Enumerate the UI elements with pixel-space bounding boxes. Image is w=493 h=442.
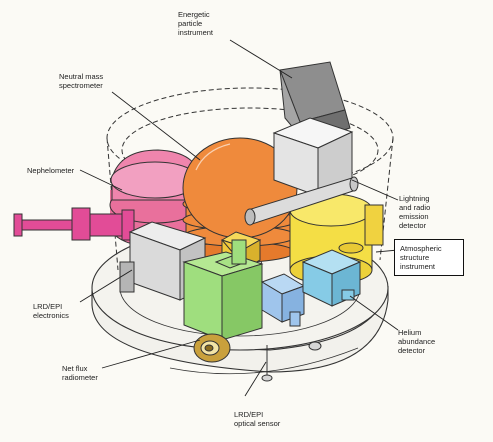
label-neutral-mass-spectrometer: Neutral mass spectrometer (59, 72, 104, 90)
probe-stub (13, 207, 135, 241)
label-helium-abundance-detector: Helium abundance detector (398, 328, 436, 355)
label-net-flux-radiometer: Net flux radiometer (62, 364, 98, 382)
electronics-unit (119, 221, 207, 301)
label-lightning-detector: Lightning and radio emission detector (399, 194, 431, 230)
optical-sensor (261, 341, 322, 382)
label-energetic-particle-instrument: Energetic particle instrument (178, 10, 214, 37)
label-lrd-epi-optical-sensor: LRD/EPI optical sensor (234, 410, 281, 428)
boom-tube (244, 176, 359, 226)
label-nephelometer: Nephelometer (27, 166, 75, 175)
label-lrd-epi-electronics: LRD/EPI electronics (33, 302, 69, 320)
small-blue-box (260, 273, 306, 327)
label-atmospheric-structure-instrument: Atmospheric structure instrument (394, 239, 464, 276)
helium-detector-unit (301, 249, 362, 307)
net-flux-unit (182, 239, 264, 363)
leader-lines (79, 39, 399, 397)
lightning-detector-unit (272, 117, 354, 197)
